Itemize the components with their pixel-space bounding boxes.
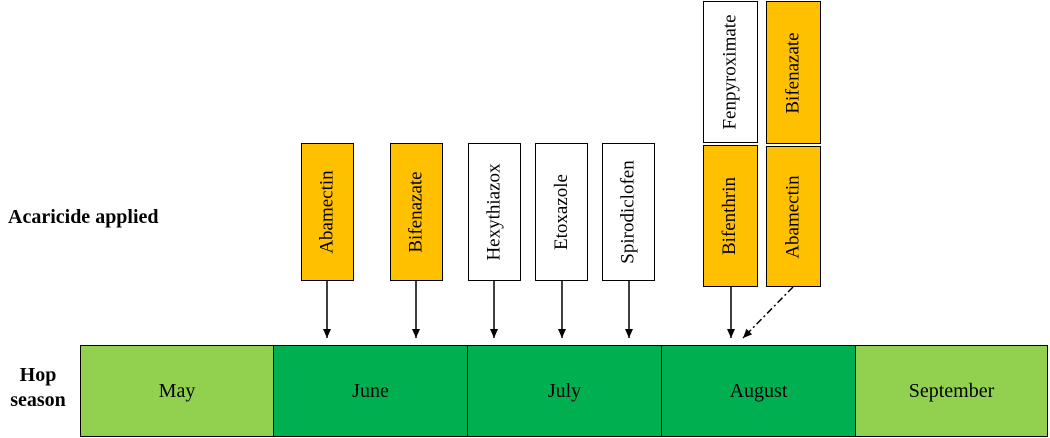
acaricide-box-bifenazate-august: Bifenazate <box>766 1 821 144</box>
acaricide-applied-label: Acaricide applied <box>8 206 159 228</box>
acaricide-name: Bifenazate <box>782 31 804 114</box>
acaricide-name: Spirodiclofen <box>617 160 639 264</box>
acaricide-box-hexythiazox: Hexythiazox <box>468 143 521 281</box>
month-label: June <box>352 379 389 402</box>
acaricide-name: Abamectin <box>782 174 804 259</box>
month-september: September <box>855 345 1048 437</box>
month-july: July <box>467 345 662 437</box>
acaricide-name: Fenpyroximate <box>719 14 741 130</box>
month-june: June <box>273 345 468 437</box>
acaricide-box-abamectin-august: Abamectin <box>766 146 821 287</box>
acaricide-box-spirodiclofen: Spirodiclofen <box>602 143 655 281</box>
month-label: July <box>547 379 582 402</box>
month-may: May <box>80 345 274 437</box>
acaricide-name: Bifenazate <box>405 171 427 253</box>
acaricide-box-bifenthrin: Bifenthrin <box>703 145 758 287</box>
acaricide-name: Hexythiazox <box>483 163 505 261</box>
month-label: September <box>908 379 995 402</box>
acaricide-name: Bifenthrin <box>719 176 741 256</box>
acaricide-box-bifenazate-june: Bifenazate <box>390 143 443 281</box>
acaricide-box-abamectin-june: Abamectin <box>301 143 354 281</box>
acaricide-name: Etoxazole <box>550 174 572 250</box>
hop-season-label-line2: season <box>10 389 66 411</box>
hop-season-label: Hop season <box>2 363 74 413</box>
hop-season-label-line1: Hop <box>19 364 57 386</box>
arrow-abamectin-august-dashed <box>742 286 794 339</box>
month-label: May <box>158 379 196 402</box>
month-august: August <box>661 345 856 437</box>
acaricide-name: Abamectin <box>316 170 338 254</box>
acaricide-box-fenpyroximate: Fenpyroximate <box>703 1 758 143</box>
acaricide-box-etoxazole: Etoxazole <box>535 143 588 281</box>
month-label: August <box>729 379 788 402</box>
